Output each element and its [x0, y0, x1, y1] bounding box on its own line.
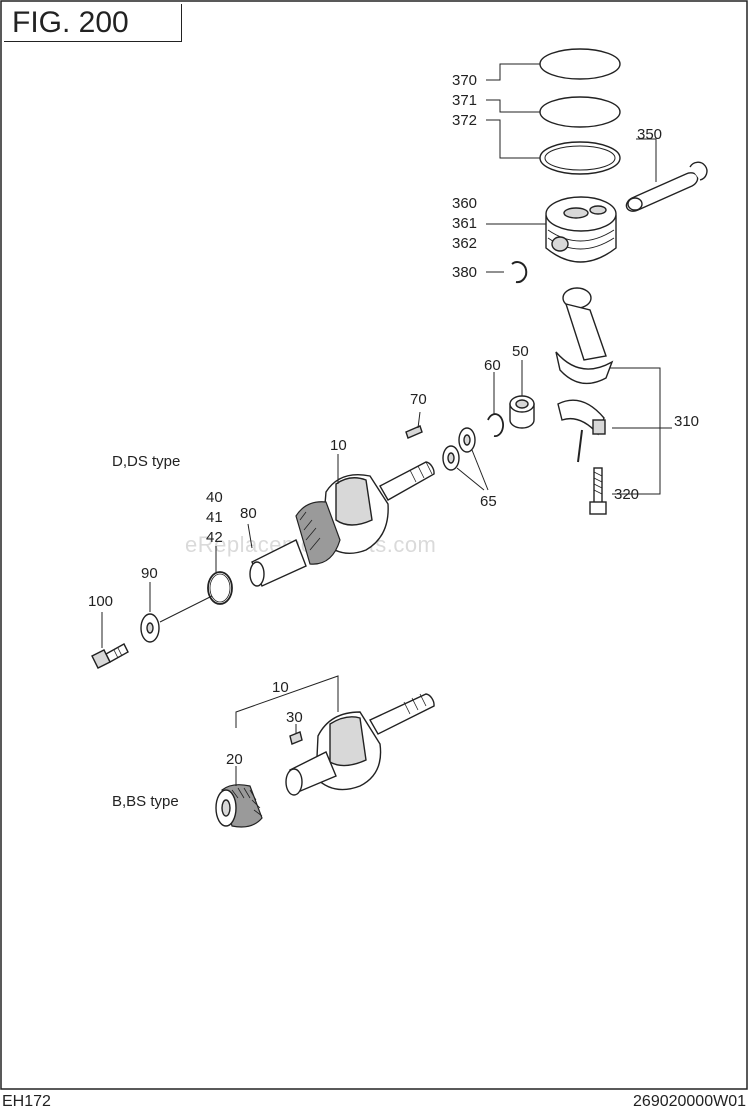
flat-washer	[140, 582, 213, 643]
callout-80: 80	[240, 505, 257, 522]
callout-380: 380	[452, 264, 477, 281]
piston-ring-2	[539, 96, 621, 128]
callout-371: 371	[452, 92, 477, 109]
callout-362: 362	[452, 235, 477, 252]
callout-350: 350	[637, 126, 662, 143]
callout-372: 372	[452, 112, 477, 129]
piston	[486, 196, 617, 263]
callout-50: 50	[512, 343, 529, 360]
callout-60: 60	[484, 357, 501, 374]
oil-ring	[539, 141, 621, 175]
model-code: EH172	[2, 1093, 51, 1110]
callout-20: 20	[226, 751, 243, 768]
callout-10-top: 10	[330, 437, 347, 454]
callout-70: 70	[410, 391, 427, 408]
piston-ring-set	[486, 48, 621, 175]
connecting-rod	[555, 287, 672, 515]
bearing	[509, 360, 535, 429]
type-label-bs: B,BS type	[112, 793, 179, 810]
callout-100: 100	[88, 593, 113, 610]
callout-42: 42	[206, 529, 223, 546]
drawing-number: 269020000W01	[633, 1093, 746, 1110]
oil-seal-ring	[207, 546, 233, 605]
callout-40: 40	[206, 489, 223, 506]
page-border	[0, 0, 748, 1090]
snap-ring	[487, 372, 504, 437]
piston-pin	[625, 138, 708, 212]
callout-320: 320	[614, 486, 639, 503]
thrust-washers	[442, 427, 489, 491]
crankshaft-gear	[215, 766, 263, 828]
callout-310: 310	[674, 413, 699, 430]
piston-ring-1	[539, 48, 621, 80]
piston-pin-clip	[486, 261, 528, 284]
woodruff-key	[405, 411, 423, 439]
figure-title: FIG. 200	[4, 4, 182, 42]
crank-bolt	[91, 612, 129, 669]
connecting-rod-bolt	[589, 467, 607, 515]
callout-360: 360	[452, 195, 477, 212]
crankshaft-bs	[235, 675, 435, 796]
callout-361: 361	[452, 215, 477, 232]
crankshaft-ds	[247, 454, 435, 587]
callout-30: 30	[286, 709, 303, 726]
callout-41: 41	[206, 509, 223, 526]
callout-370: 370	[452, 72, 477, 89]
callout-90: 90	[141, 565, 158, 582]
callout-65: 65	[480, 493, 497, 510]
type-label-ds: D,DS type	[112, 453, 180, 470]
callout-10-bottom: 10	[272, 679, 289, 696]
